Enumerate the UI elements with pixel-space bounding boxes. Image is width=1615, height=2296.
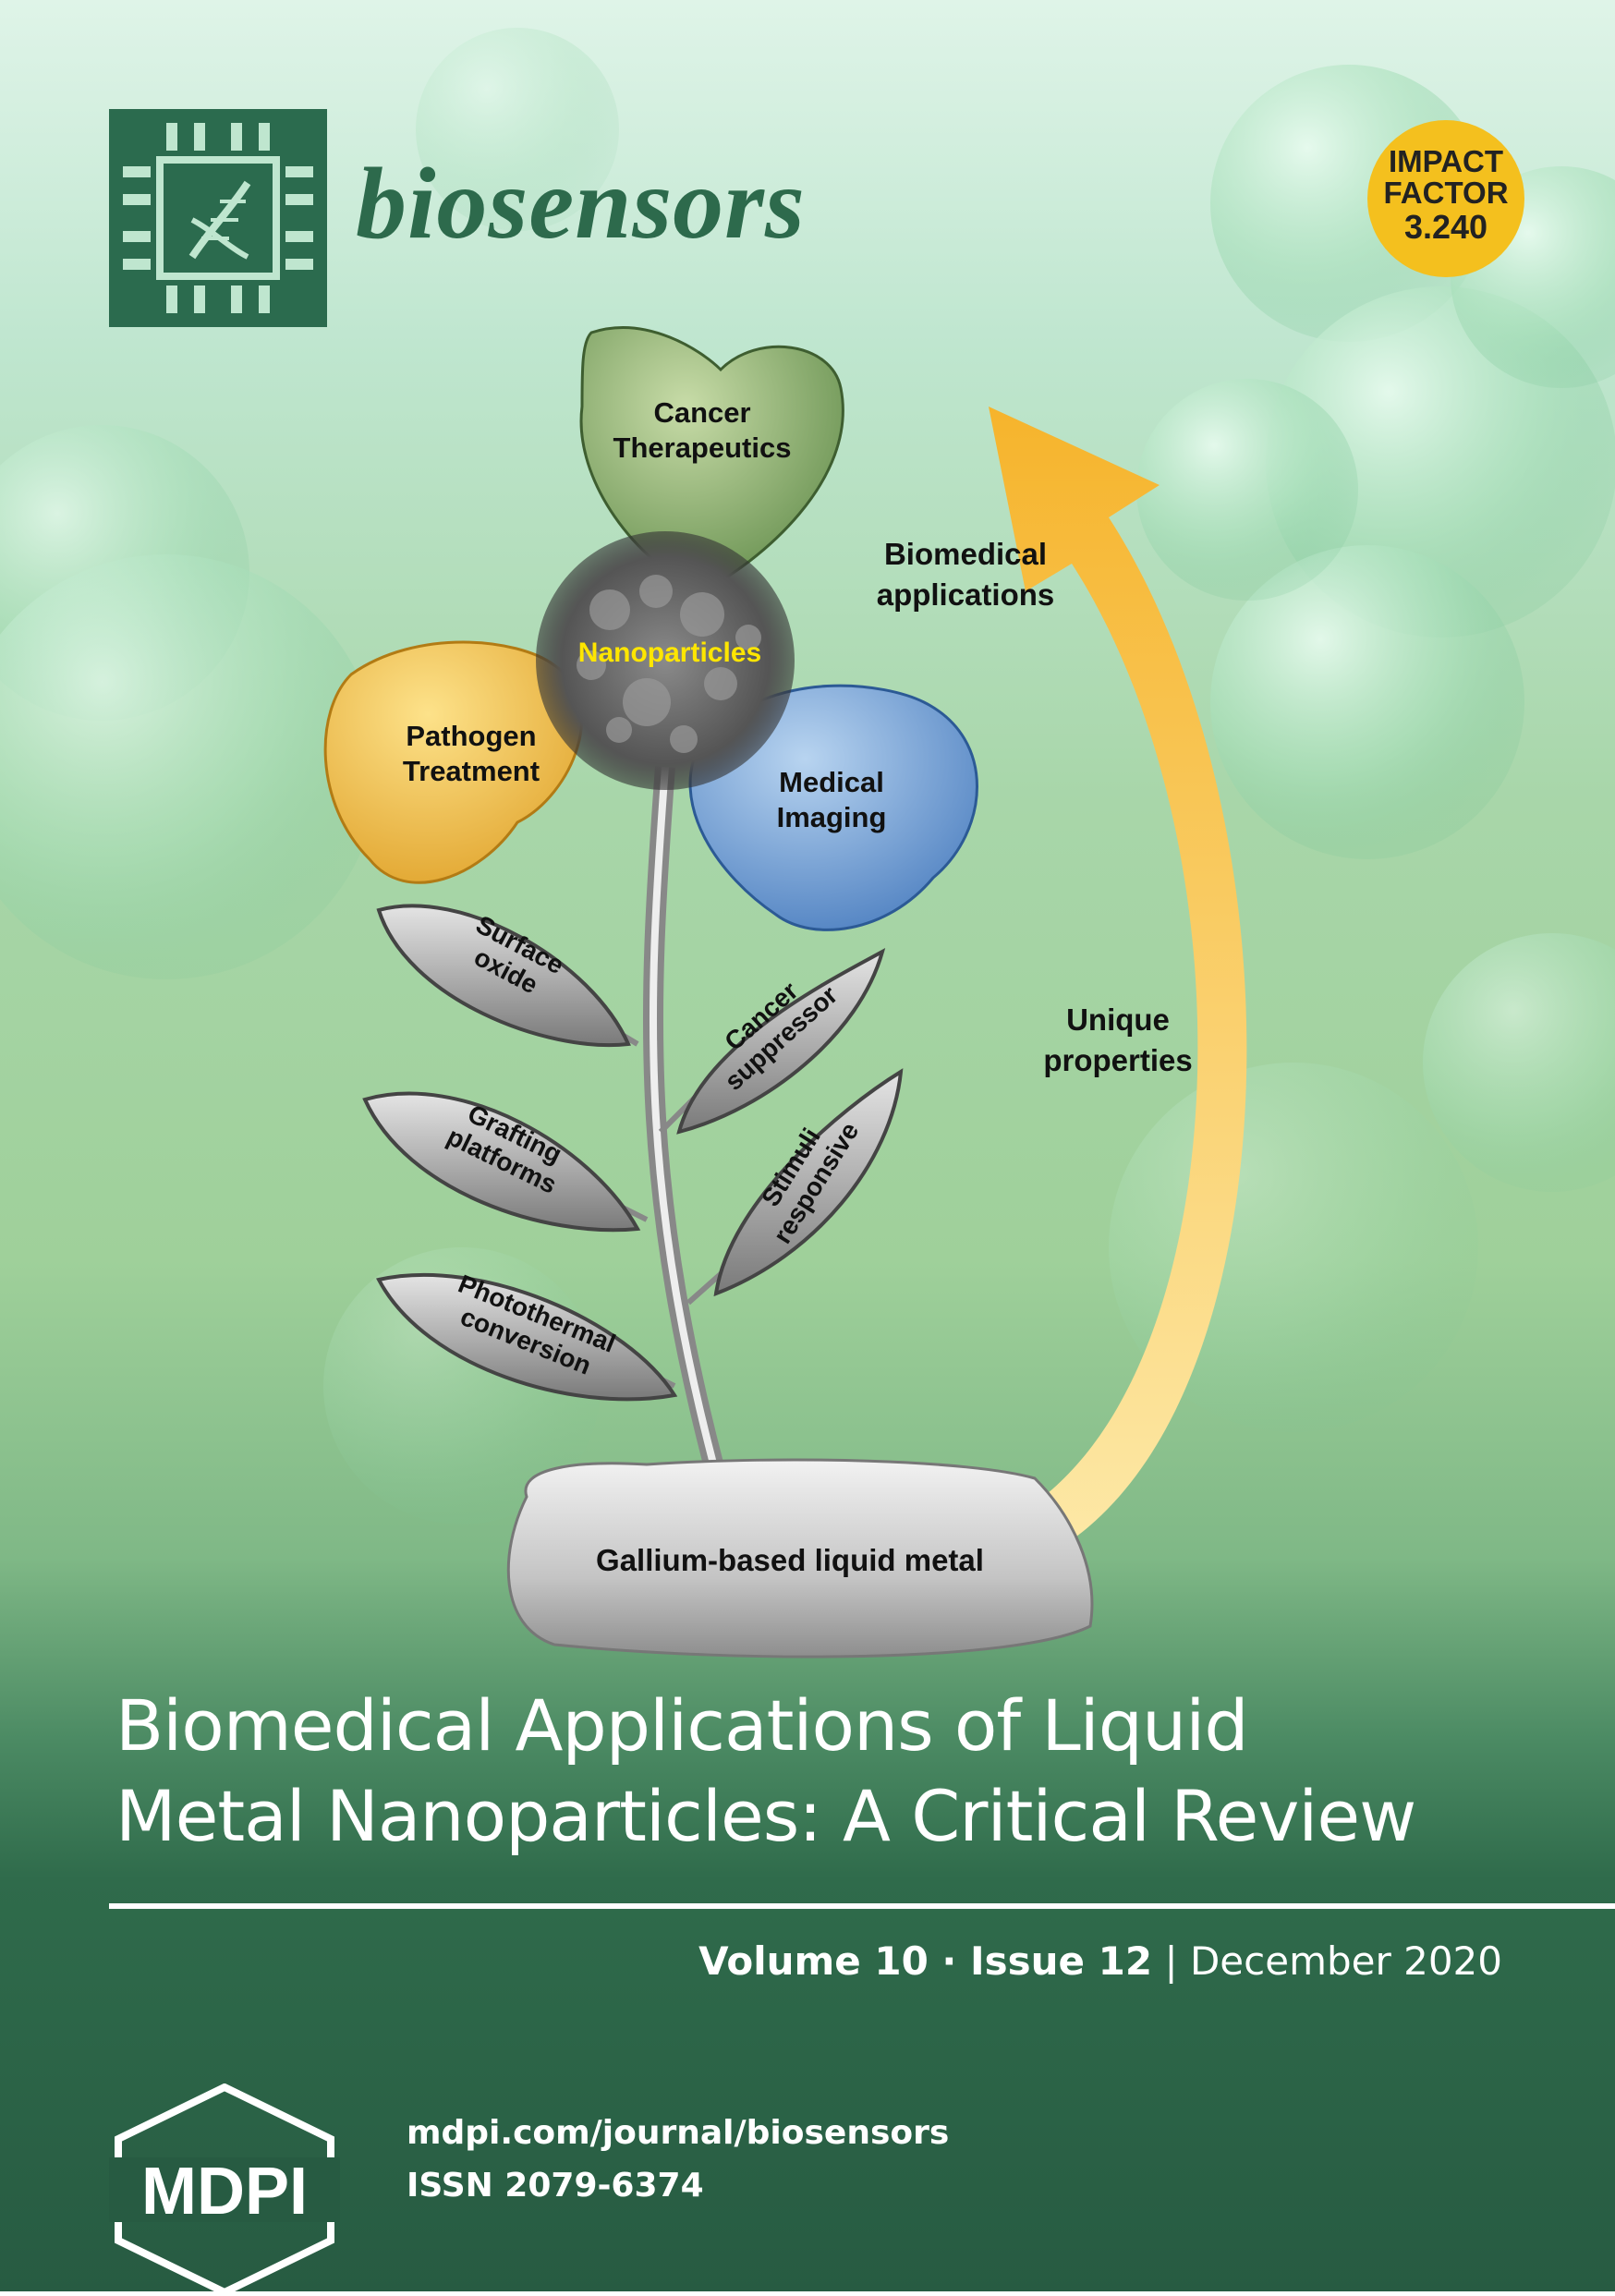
petal-pathogen-treatment	[323, 640, 584, 884]
nanoparticles-label: Nanoparticles	[577, 638, 762, 668]
petal-label-cancer-1: Cancer	[653, 396, 751, 429]
petal-label-cancer-2: Therapeutics	[613, 431, 792, 464]
issue-date: December 2020	[1189, 1938, 1502, 1984]
arrow-label-biomedical: Biomedical	[883, 537, 1048, 571]
journal-url[interactable]: mdpi.com/journal/biosensors	[407, 2114, 950, 2152]
factor-label: FACTOR	[1383, 176, 1509, 210]
leaf-stimuli-responsive	[713, 1068, 904, 1297]
arrow-label-applications: applications	[876, 577, 1055, 612]
dot-separator: ·	[928, 1938, 971, 1984]
cover-title-line-2: Metal Nanoparticles: A Critical Review	[115, 1775, 1416, 1857]
bar-separator: |	[1152, 1938, 1190, 1984]
impact-factor-badge: IMPACT FACTOR 3.240	[1367, 120, 1524, 277]
gallium-base	[506, 1458, 1094, 1658]
impact-label: IMPACT	[1388, 144, 1504, 178]
curved-arrow	[989, 407, 1247, 1561]
cover-title-line-1: Biomedical Applications of Liquid	[115, 1684, 1249, 1767]
publisher-name: MDPI	[141, 2155, 308, 2229]
impact-value: 3.240	[1403, 208, 1488, 246]
leaf-surface-oxide	[376, 904, 631, 1048]
title-divider	[109, 1903, 1615, 1909]
petal-cancer-therapeutics	[579, 326, 844, 593]
mdpi-logo: MDPI	[109, 2083, 340, 2296]
journal-logo	[109, 109, 327, 327]
issn: ISSN 2079-6374	[407, 2167, 704, 2205]
volume-label: Volume 10	[698, 1938, 929, 1984]
petal-label-medical-1: Medical	[779, 766, 884, 798]
petal-medical-imaging	[688, 684, 978, 931]
leaf-cancer-suppressor	[676, 947, 886, 1135]
issue-label: Issue 12	[970, 1938, 1153, 1984]
petal-label-pathogen-2: Treatment	[402, 755, 540, 787]
leaf-photothermal-conversion	[376, 1272, 678, 1402]
leaf-grafting-platforms	[362, 1091, 641, 1233]
arrow-label-properties: properties	[1043, 1043, 1193, 1077]
petal-label-medical-2: Imaging	[776, 801, 887, 833]
base-label: Gallium-based liquid metal	[596, 1543, 984, 1577]
journal-name: biosensors	[356, 147, 806, 260]
petal-label-pathogen-1: Pathogen	[406, 720, 537, 752]
arrow-label-unique: Unique	[1066, 1002, 1170, 1037]
issue-info: Volume 10 · Issue 12 | December 2020	[698, 1938, 1502, 1984]
